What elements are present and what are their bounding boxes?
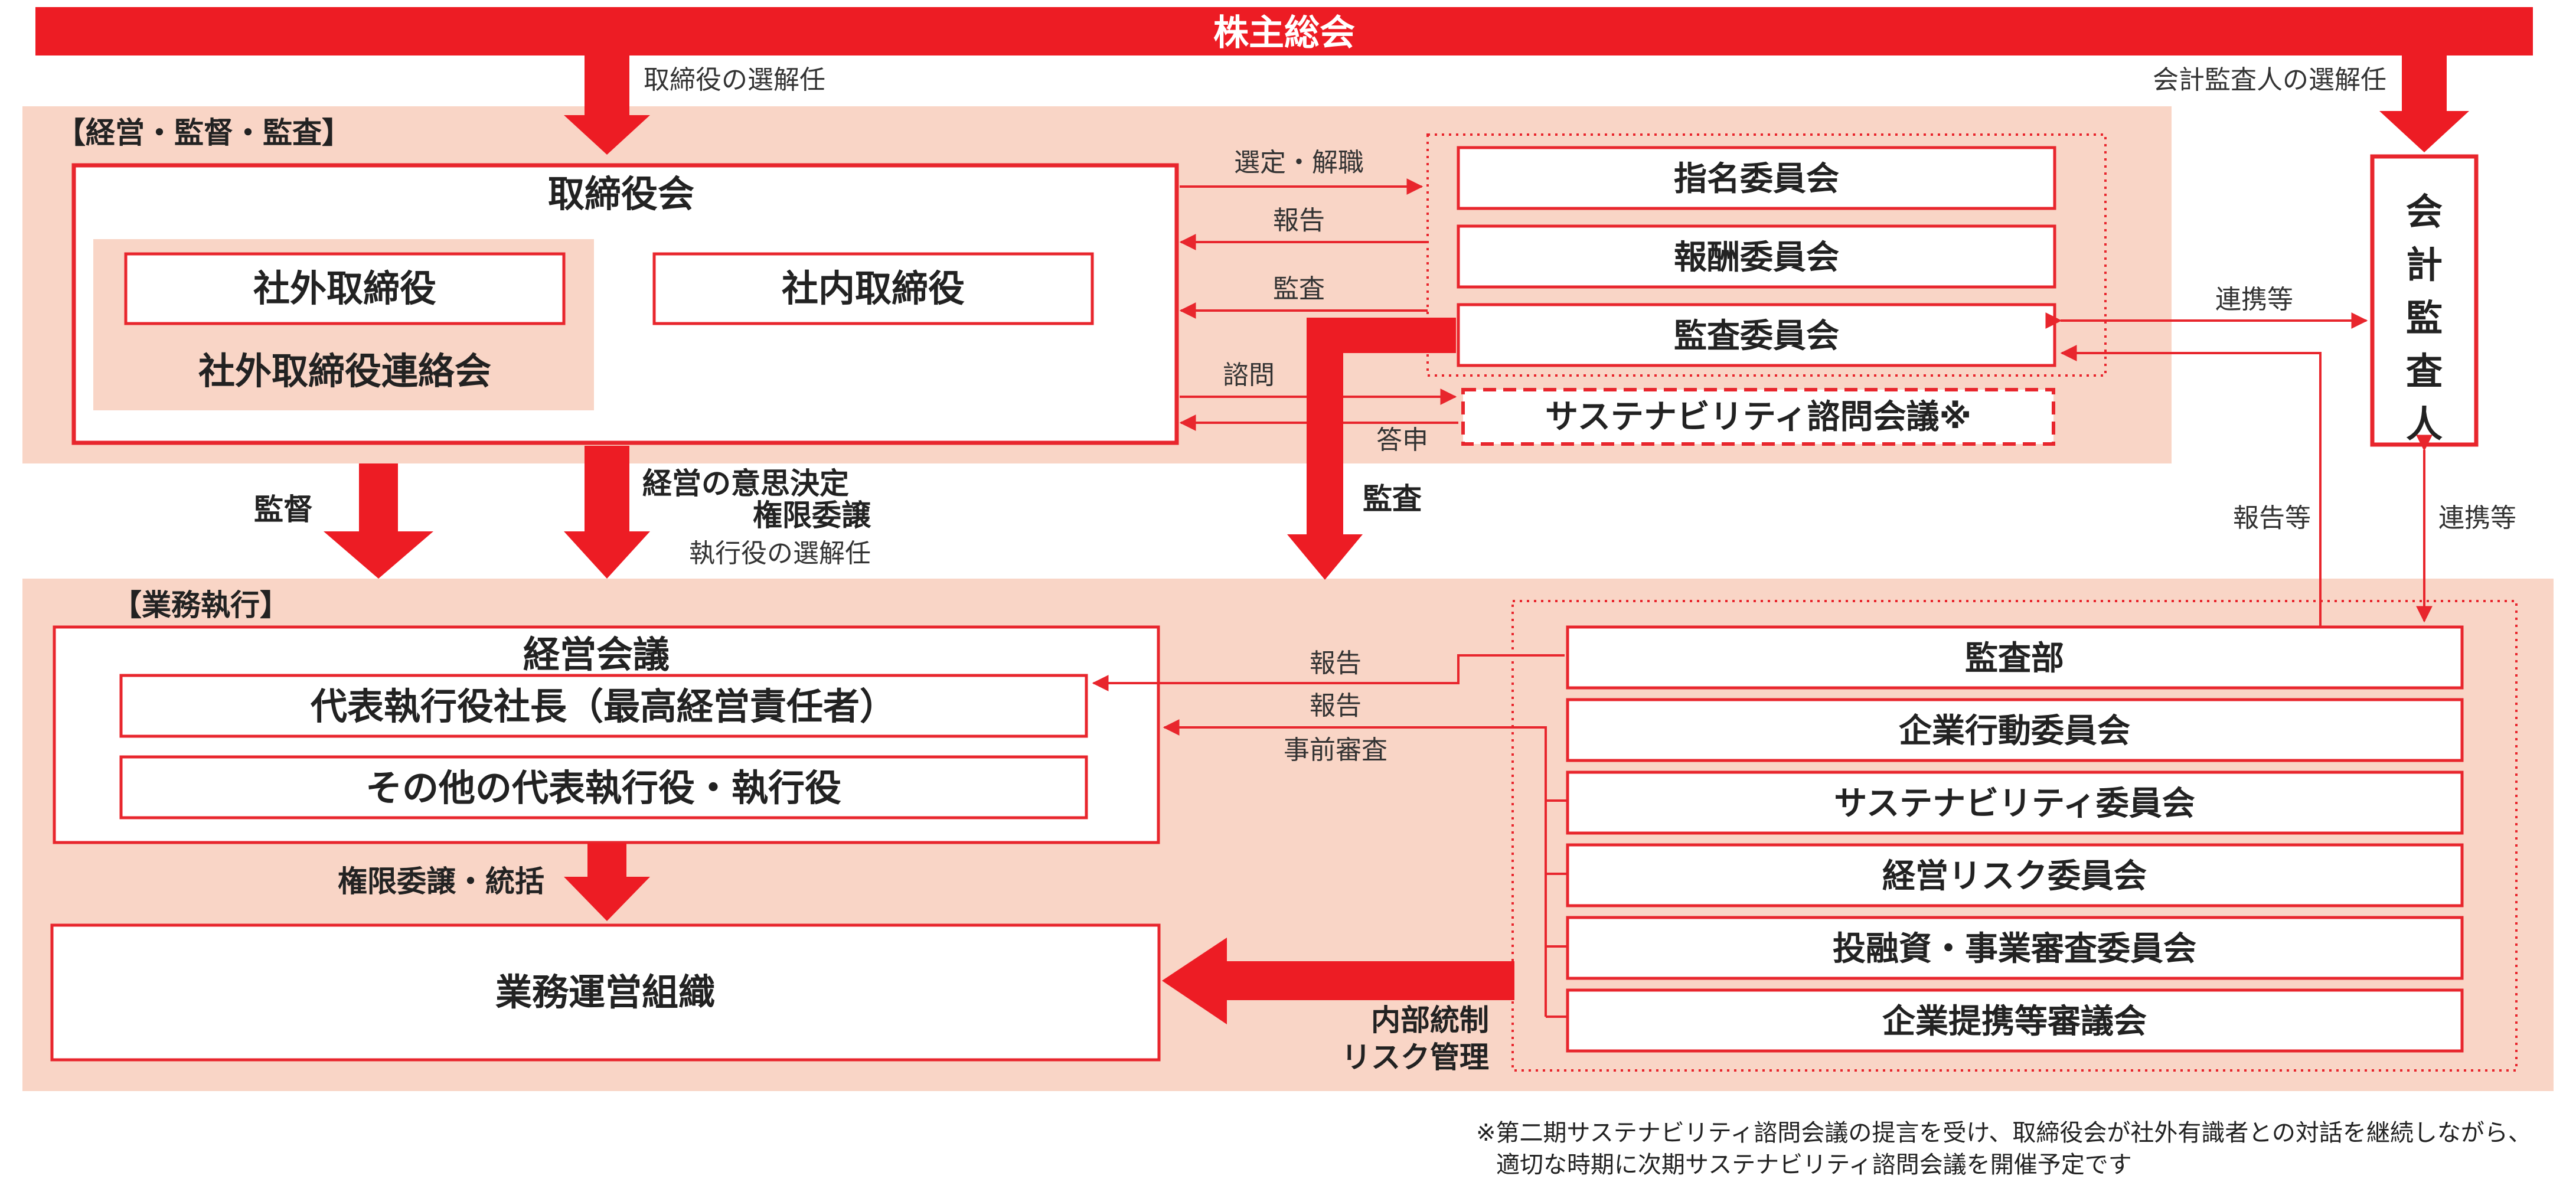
sustainability-advisory-label: サステナビリティ諮問会議※ xyxy=(1545,398,1971,436)
exec-committee-label: サステナビリティ委員会 xyxy=(1834,785,2195,823)
decision-delegation-arrow xyxy=(564,446,650,579)
pre-review-label: 事前審査 xyxy=(1284,735,1387,765)
accounting-auditor-char-4: 査 xyxy=(2406,350,2443,393)
internal-control-label-line1: 内部統制 xyxy=(1371,1003,1489,1037)
audit-big-label: 監査 xyxy=(1363,482,1422,516)
report-label: 報告 xyxy=(1273,205,1325,236)
other-executives-box xyxy=(119,755,1088,819)
inside-directors-box xyxy=(652,252,1094,325)
outside-directors-box xyxy=(124,252,566,325)
decision-label-line2: 権限委譲 xyxy=(753,498,871,533)
exec-committee-box xyxy=(1566,988,2464,1053)
auditor-election-label: 会計監査人の選解任 xyxy=(2153,65,2386,95)
exec-committee-box xyxy=(1566,770,2464,835)
audit-committee-label: 監査委員会 xyxy=(1674,317,1839,355)
audit-big-arrow xyxy=(1287,318,1456,580)
audit-committee-box xyxy=(1457,303,2056,367)
sustainability-advisory-box xyxy=(1461,388,2055,446)
exec-committee-box xyxy=(1566,843,2464,907)
outside-directors-liaison-label: 社外取締役連絡会 xyxy=(198,350,491,393)
delegation-arrow xyxy=(564,843,650,921)
supervision-arrow xyxy=(324,463,433,579)
nomination-committee-label: 指名委員会 xyxy=(1674,160,1839,198)
compensation-committee-label: 報酬委員会 xyxy=(1674,239,1839,277)
outside-directors-label: 社外取締役 xyxy=(253,267,436,310)
audit-dept-to-ceo-line xyxy=(1092,654,1565,691)
board-of-directors-title: 取締役会 xyxy=(548,172,694,216)
cooperation-label: 連携等 xyxy=(2215,285,2293,315)
audit-dept-report-line xyxy=(2060,345,2322,627)
operations-box xyxy=(50,923,1161,1062)
report-exec1-label: 報告 xyxy=(1310,648,1362,678)
nomination-committee-box xyxy=(1457,146,2056,210)
select-dismiss-label: 選定・解職 xyxy=(1234,148,1364,178)
board-election-arrow xyxy=(564,55,650,155)
internal-control-label-line2: リスク管理 xyxy=(1341,1040,1489,1075)
exec-committee-label: 監査部 xyxy=(1965,639,2064,678)
other-executives-label: その他の代表執行役・執行役 xyxy=(365,766,841,809)
ceo-label: 代表執行役社長（最高経営責任者） xyxy=(310,685,896,728)
shareholders-meeting-title: 株主総会 xyxy=(1213,12,1355,54)
committees-container xyxy=(1426,133,2107,377)
accounting-auditor-char-3: 監 xyxy=(2406,296,2443,339)
consult-label: 諮問 xyxy=(1223,360,1275,390)
operations-label: 業務運営組織 xyxy=(495,971,715,1014)
exec-committee-box xyxy=(1566,916,2464,980)
footnote-line1: ※第二期サステナビリティ諮問会議の提言を受け、取締役会が社外有識者との対話を継続… xyxy=(1476,1119,2532,1147)
exec-committee-label: 企業行動委員会 xyxy=(1899,712,2130,750)
inside-directors-label: 社内取締役 xyxy=(782,267,965,310)
exec-committee-box xyxy=(1566,625,2464,690)
auditor-election-arrow xyxy=(2379,55,2469,152)
delegation-label: 権限委譲・統括 xyxy=(338,864,544,899)
management-meeting-title: 経営会議 xyxy=(523,633,670,676)
management-section-header: 【経営・監督・監査】 xyxy=(56,116,351,150)
supervision-label: 監督 xyxy=(254,492,313,527)
report-exec2-label: 報告 xyxy=(1310,691,1362,721)
accounting-auditor-char-5: 人 xyxy=(2406,403,2443,446)
footnote-line2: 適切な時期に次期サステナビリティ諮問会議を開催予定です xyxy=(1496,1151,2132,1178)
exec-committee-label: 投融資・事業審査委員会 xyxy=(1833,930,2196,968)
audit-thin-label: 監査 xyxy=(1273,274,1325,304)
response-label: 答申 xyxy=(1376,425,1428,455)
accounting-auditor-char-1: 会 xyxy=(2406,190,2443,233)
report-etc-label: 報告等 xyxy=(2233,503,2311,533)
shareholders-meeting-bar xyxy=(35,7,2533,55)
cooperation2-label: 連携等 xyxy=(2438,503,2516,533)
exec-election-label: 執行役の選解任 xyxy=(689,538,871,569)
committees-to-meeting-line xyxy=(1163,719,1547,736)
board-election-label: 取締役の選解任 xyxy=(644,65,825,95)
exec-committee-box xyxy=(1566,698,2464,762)
decision-label-line1: 経営の意思決定 xyxy=(642,466,849,501)
internal-control-arrow xyxy=(1162,938,1514,1024)
exec-committee-label: 経営リスク委員会 xyxy=(1882,857,2147,896)
compensation-committee-box xyxy=(1457,224,2056,289)
execution-section-header: 【業務執行】 xyxy=(112,588,289,622)
accounting-auditor-char-2: 計 xyxy=(2406,243,2443,286)
accounting-auditor-box xyxy=(2370,154,2479,447)
ceo-box xyxy=(119,674,1088,738)
exec-committee-label: 企業提携等審議会 xyxy=(1882,1003,2147,1041)
